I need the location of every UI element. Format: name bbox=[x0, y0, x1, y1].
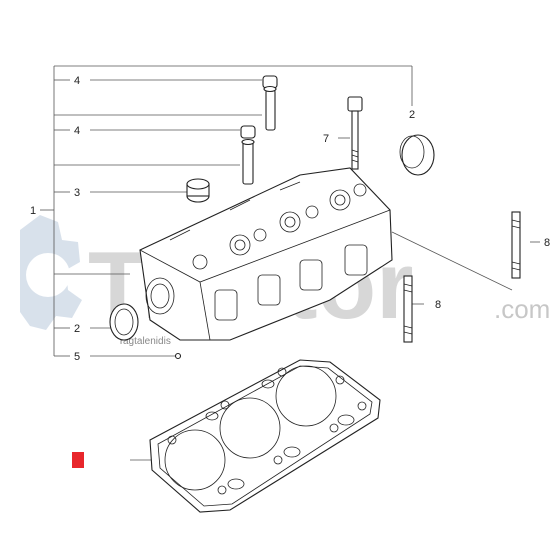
callout-8-right: 8 bbox=[544, 237, 550, 249]
stud-right bbox=[511, 211, 521, 279]
highlighted-part-marker bbox=[72, 452, 84, 468]
valve-cap bbox=[186, 178, 210, 203]
watermark-suffix: .com bbox=[494, 294, 550, 324]
callout-3: 3 bbox=[74, 187, 80, 199]
callout-4-upper: 4 bbox=[74, 75, 80, 87]
callout-7: 7 bbox=[323, 133, 329, 145]
stud-middle bbox=[403, 275, 413, 343]
cylinder-head bbox=[139, 167, 393, 341]
callout-1: 1 bbox=[30, 205, 36, 217]
valve-guide-lower bbox=[240, 125, 256, 185]
callout-2-seal: 2 bbox=[74, 323, 80, 335]
watermark-gear-icon bbox=[20, 215, 82, 330]
callout-8-middle: 8 bbox=[435, 299, 441, 311]
side-seal bbox=[109, 303, 139, 341]
head-gasket bbox=[149, 359, 381, 513]
callout-5: 5 bbox=[74, 351, 80, 363]
leader-lines bbox=[54, 79, 540, 461]
callout-2-plug: 2 bbox=[409, 109, 415, 121]
dowel-pin bbox=[174, 352, 182, 360]
callout-4-lower: 4 bbox=[74, 125, 80, 137]
valve-guide-upper bbox=[262, 75, 278, 131]
expansion-plug bbox=[399, 134, 435, 176]
leader-bracket-1 bbox=[40, 65, 413, 356]
head-bolt bbox=[347, 96, 363, 170]
watermark-sub: Tagtalenidis bbox=[118, 336, 171, 347]
